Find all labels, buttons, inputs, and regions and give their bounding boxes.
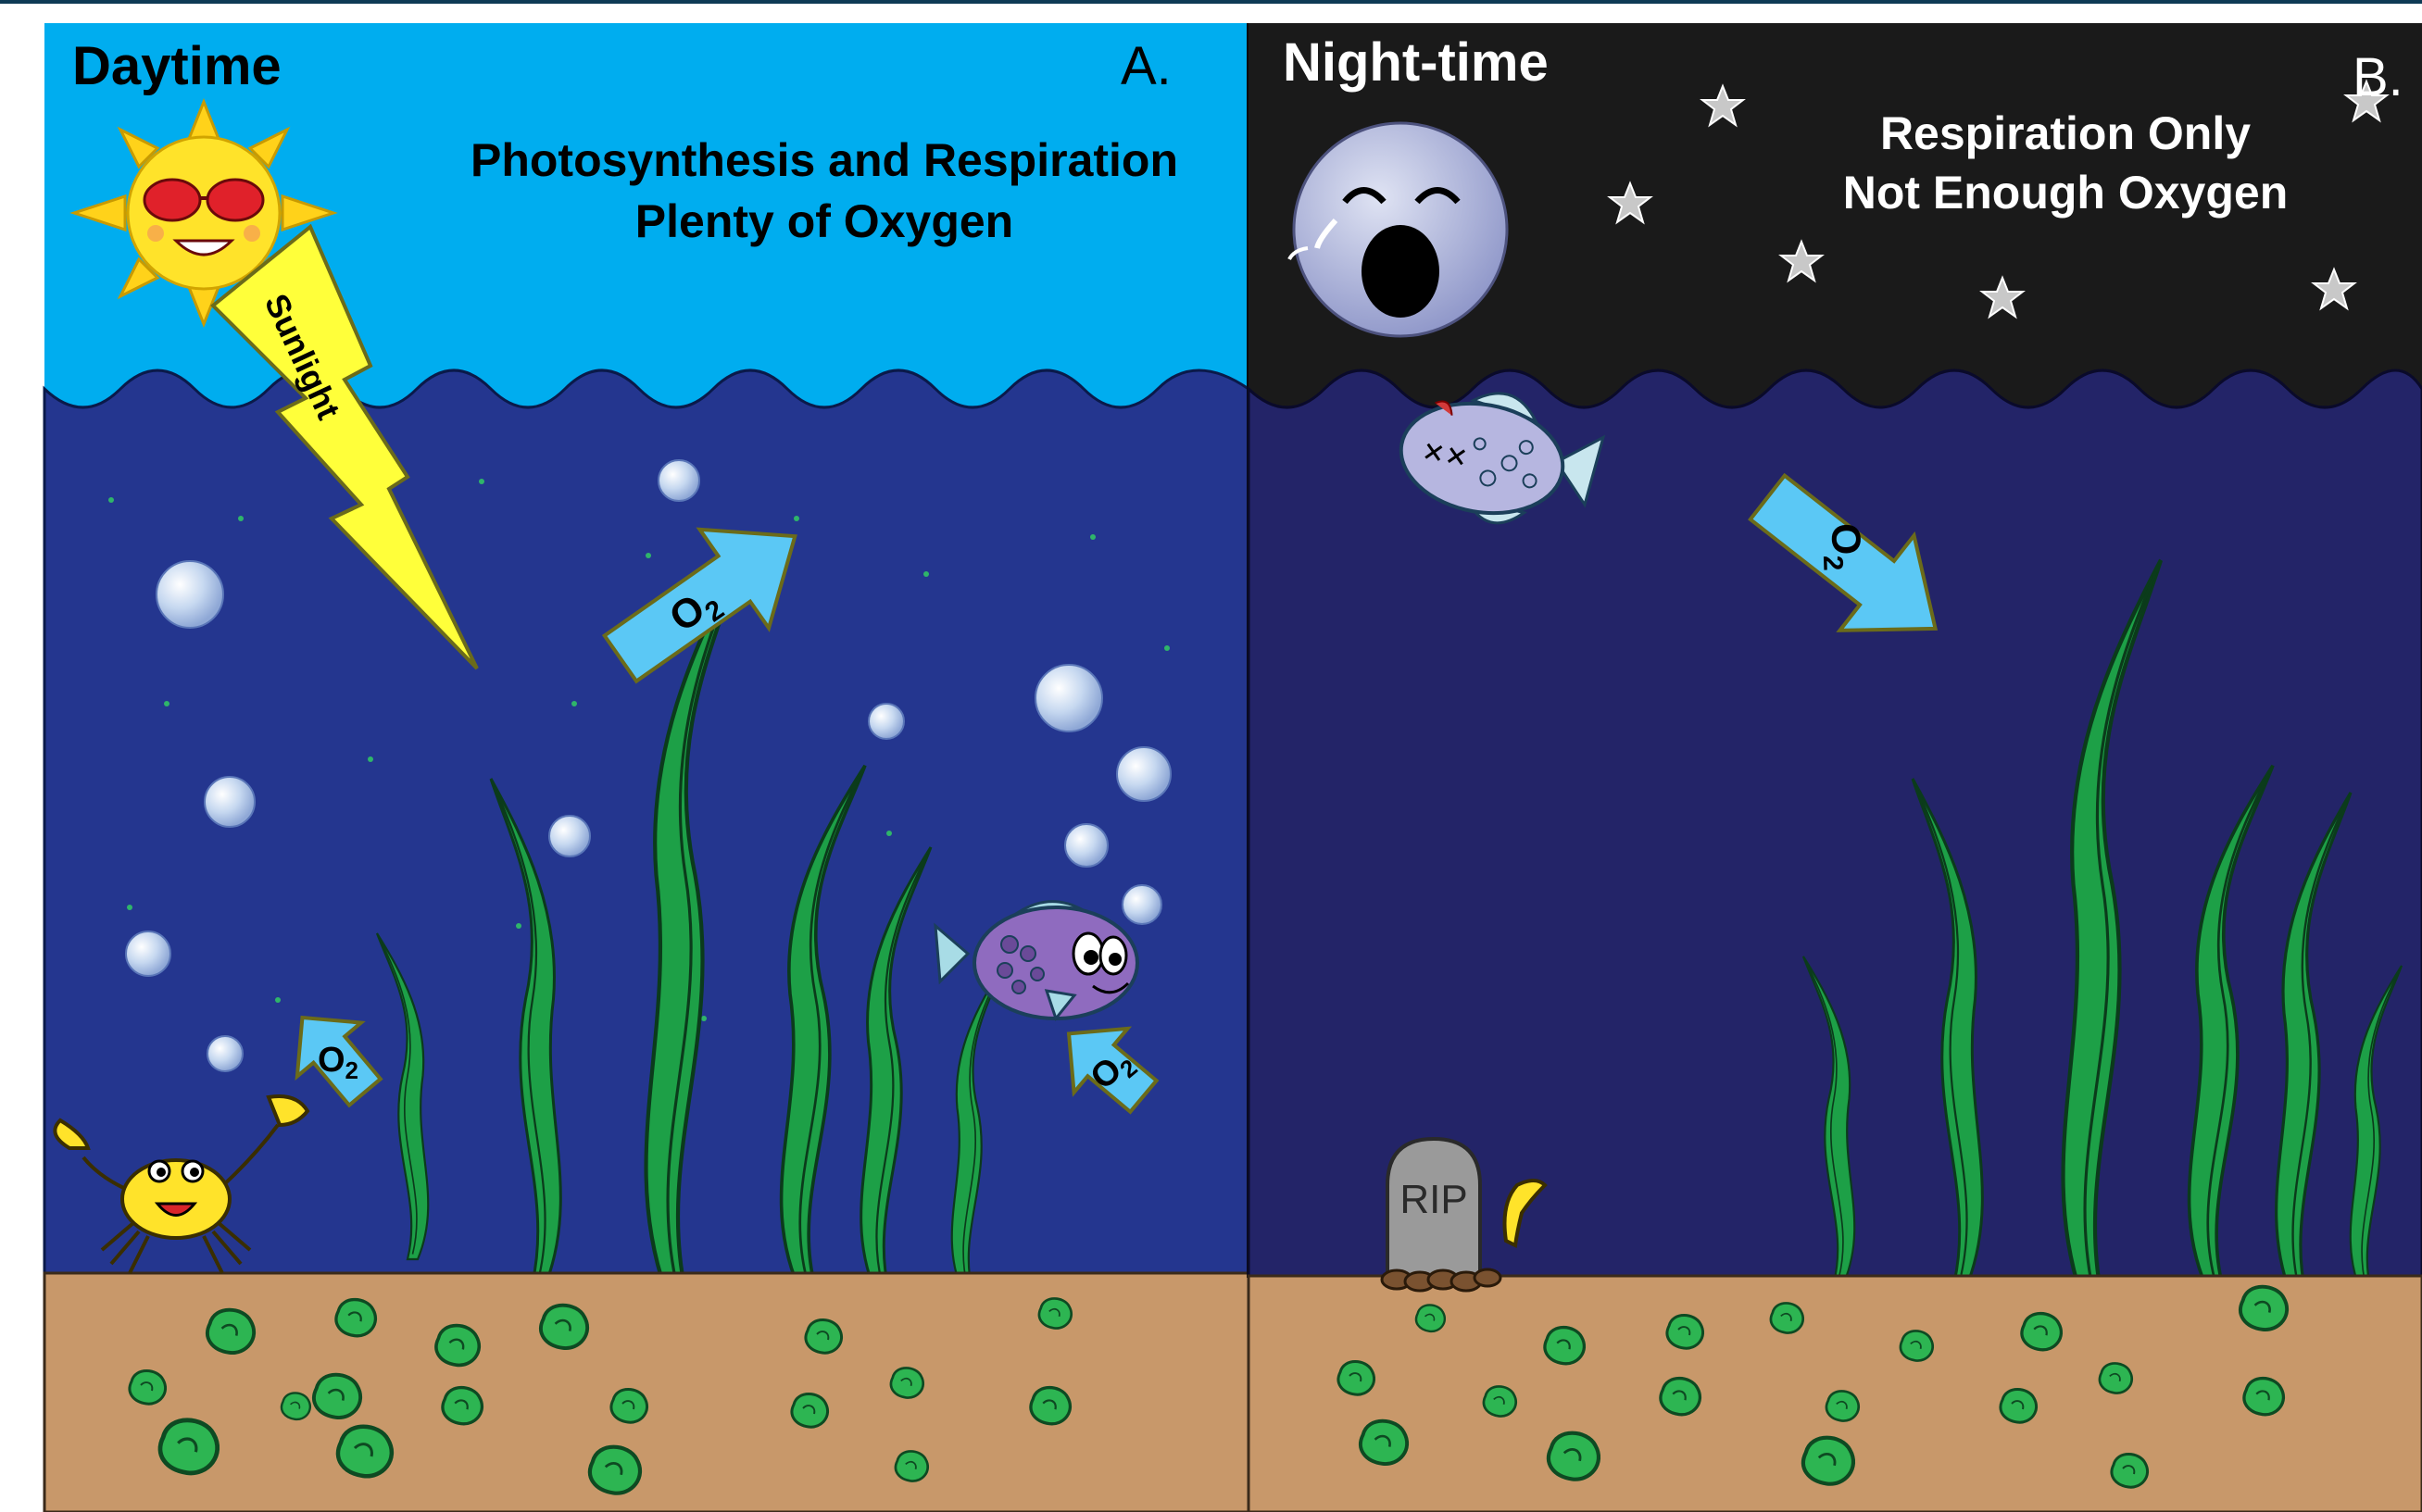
daytime-title: Daytime — [72, 35, 282, 97]
bubble-icon — [869, 704, 904, 739]
bubble-icon — [205, 777, 255, 827]
bubble-icon — [1035, 665, 1102, 731]
daytime-caption-line2: Plenty of Oxygen — [417, 191, 1232, 252]
bubble-icon — [157, 561, 223, 628]
panel-nighttime: RIP O2 — [1249, 23, 2422, 1512]
bubble-icon — [549, 816, 590, 856]
bubble-icon — [1117, 747, 1171, 801]
nighttime-title: Night-time — [1283, 31, 1549, 94]
nighttime-caption: Respiration Only Not Enough Oxygen — [1723, 104, 2408, 222]
tombstone-label: RIP — [1399, 1177, 1467, 1222]
bubble-icon — [126, 931, 170, 976]
daytime-caption-line1: Photosynthesis and Respiration — [417, 130, 1232, 191]
nighttime-caption-line1: Respiration Only — [1723, 104, 2408, 163]
bubble-icon — [1065, 824, 1108, 867]
bubble-icon — [1123, 885, 1161, 924]
panel-letter-a: A. — [1121, 35, 1172, 97]
nighttime-caption-line2: Not Enough Oxygen — [1723, 163, 2408, 222]
daytime-caption: Photosynthesis and Respiration Plenty of… — [417, 130, 1232, 252]
top-border — [0, 0, 2422, 4]
panel-letter-b: B. — [2353, 46, 2403, 108]
bubble-icon — [659, 460, 699, 501]
bubble-icon — [207, 1036, 243, 1071]
